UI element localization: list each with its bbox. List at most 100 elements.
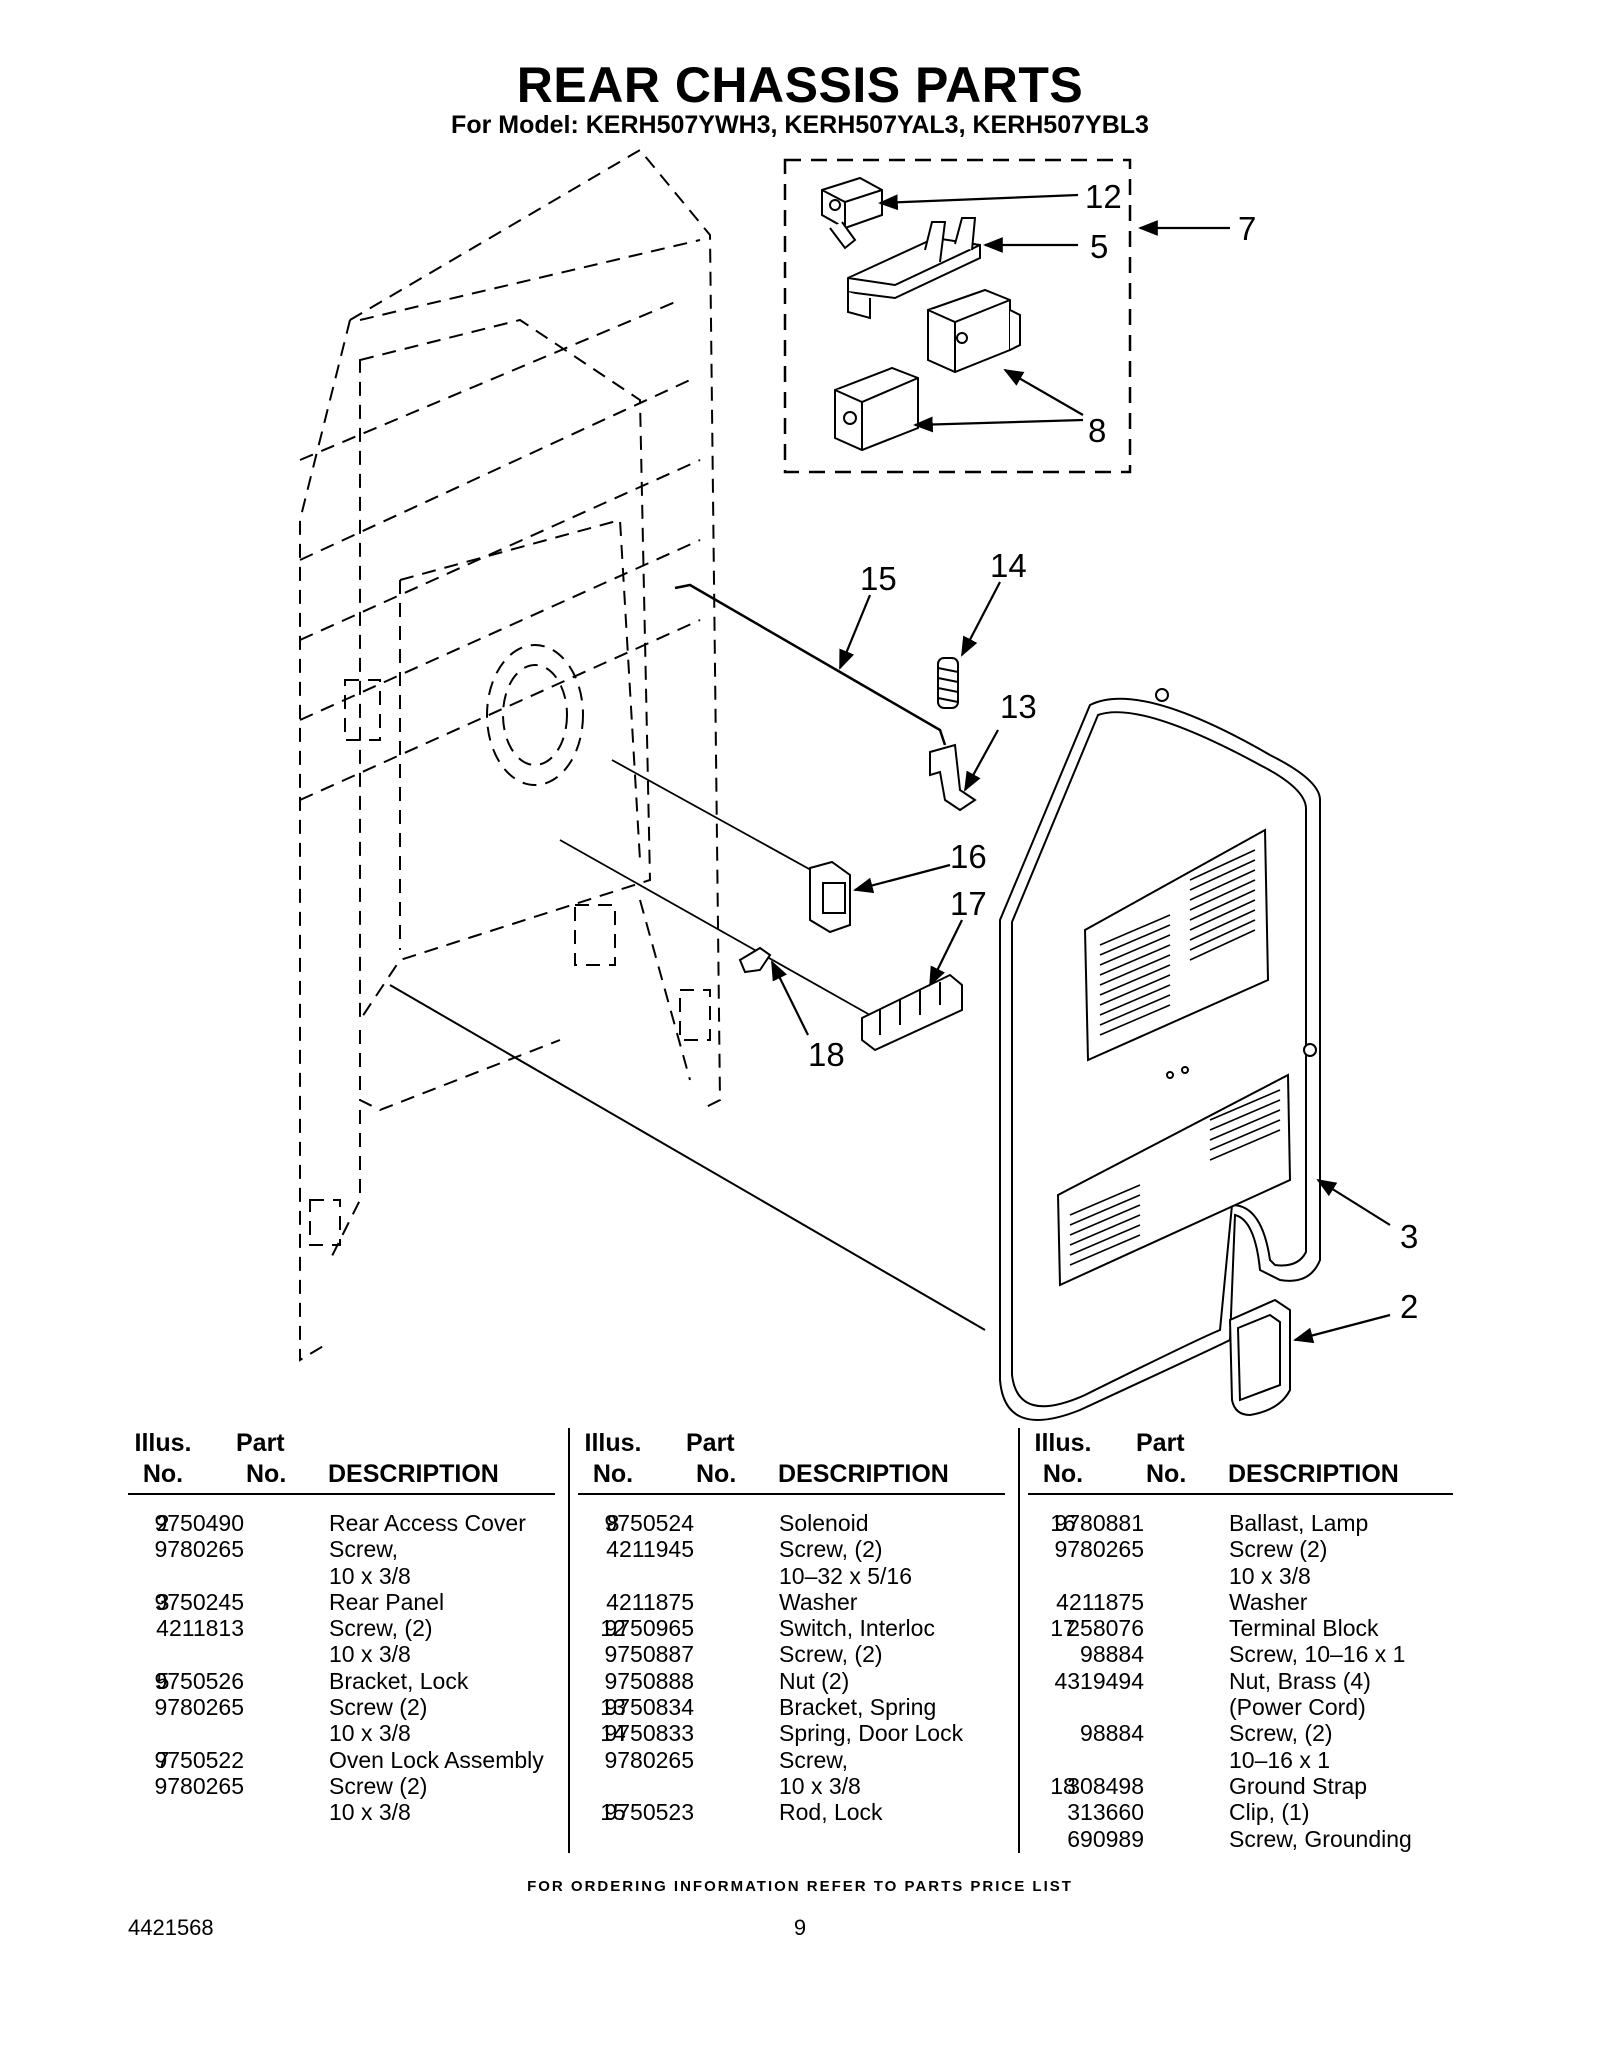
illus-number: 14 (600, 1720, 626, 1747)
part-description: Screw, (329, 1536, 399, 1563)
part-description: Bracket, Spring (779, 1694, 937, 1721)
part-description: Screw, Grounding (1229, 1825, 1412, 1852)
part-number: 9780265 (1054, 1536, 1144, 1563)
part-18-clip-icon (738, 946, 772, 974)
illus-header-line1: Illus. (584, 1429, 642, 1457)
part-description: Screw (2) (329, 1694, 428, 1721)
callout-14: 14 (990, 547, 1027, 584)
table-row: 313660 Clip, (1) (1028, 1799, 1468, 1825)
part-5-bracket-icon (847, 217, 981, 320)
ordering-note: FOR ORDERING INFORMATION REFER TO PARTS … (527, 1878, 1073, 1895)
part-3-rear-panel-icon (999, 688, 1321, 1421)
callout-18: 18 (808, 1036, 845, 1073)
part-description: (Power Cord) (1229, 1694, 1366, 1721)
part-15-rod-icon (674, 583, 947, 746)
part-header-line1: Part (236, 1429, 285, 1457)
oven-lock-assembly-box (783, 158, 1132, 474)
page-number: 9 (793, 1915, 807, 1940)
callout-13: 13 (1000, 688, 1037, 725)
part-description: Terminal Block (1229, 1615, 1379, 1642)
part-number: 9750965 (604, 1615, 694, 1642)
part-number: 9750490 (154, 1510, 244, 1536)
illus-number: 15 (600, 1799, 626, 1826)
part-description: Rear Access Cover (329, 1510, 526, 1536)
table-row: 4211875 Washer (578, 1589, 1008, 1615)
part-description: Oven Lock Assembly (329, 1746, 544, 1773)
callout-2: 2 (1400, 1288, 1418, 1325)
illus-header-line1: Illus. (1034, 1429, 1092, 1457)
callout-7: 7 (1238, 210, 1256, 247)
part-description: Bracket, Lock (329, 1667, 469, 1694)
part-number: 9780881 (1054, 1510, 1144, 1536)
part-number: 9750523 (604, 1799, 694, 1826)
callout-16: 16 (950, 838, 987, 875)
description-header: DESCRIPTION (778, 1460, 949, 1488)
part-number: 4211875 (606, 1588, 694, 1615)
illus-number: 13 (600, 1694, 626, 1721)
part-description: Screw, (2) (779, 1641, 883, 1668)
illus-header-line2: No. (1042, 1460, 1084, 1488)
part-number: 9750833 (604, 1720, 694, 1747)
part-2-access-cover-icon (1228, 1298, 1291, 1417)
part-description: 10–32 x 5/16 (779, 1562, 913, 1589)
illus-header-line2: No. (142, 1460, 184, 1488)
part-header-line2: No. (1146, 1460, 1187, 1488)
part-number: 690989 (1067, 1825, 1144, 1852)
part-number: 313660 (1067, 1799, 1144, 1826)
part-16-ballast-icon (611, 759, 851, 934)
model-subtitle: For Model: KERH507YWH3, KERH507YAL3, KER… (451, 111, 1149, 139)
part-description: 10 x 3/8 (1229, 1562, 1311, 1589)
part-description: 10 x 3/8 (779, 1772, 861, 1799)
illus-number: 17 (1050, 1615, 1076, 1642)
illus-number: 7 (156, 1746, 170, 1773)
part-description: 10 x 3/8 (329, 1562, 411, 1589)
part-12-switch-icon (821, 176, 883, 250)
callout-3: 3 (1400, 1218, 1418, 1255)
part-description: 10–16 x 1 (1229, 1746, 1331, 1773)
table-row: (Power Cord) (1028, 1694, 1468, 1720)
part-number: 308498 (1067, 1772, 1144, 1799)
part-description: Screw, (2) (329, 1615, 433, 1642)
callout-5: 5 (1090, 228, 1108, 265)
table-row: 690989 Screw, Grounding (1028, 1826, 1468, 1852)
part-description: Washer (779, 1588, 858, 1615)
table-row: 10–16 x 1 (1028, 1747, 1468, 1773)
part-description: Clip, (1) (1229, 1799, 1310, 1826)
table-row: 10 x 3/8 (128, 1799, 558, 1825)
part-header-line1: Part (1136, 1429, 1185, 1457)
part-number: 9780265 (604, 1746, 694, 1773)
table-row: 10 x 3/8 (578, 1773, 1008, 1799)
part-description: Screw, (779, 1746, 849, 1773)
part-number: 9780265 (154, 1536, 244, 1563)
description-header: DESCRIPTION (1228, 1460, 1399, 1488)
header-rule (128, 1493, 555, 1495)
part-description: Spring, Door Lock (779, 1720, 964, 1747)
callout-12: 12 (1085, 178, 1122, 215)
part-number: 9750522 (154, 1746, 244, 1773)
document-number: 4421568 (128, 1915, 214, 1940)
table-row: 10 x 3/8 (128, 1641, 558, 1667)
part-description: Nut (2) (779, 1667, 850, 1694)
header-rule (1028, 1493, 1453, 1495)
description-header: DESCRIPTION (328, 1460, 499, 1488)
table-row: 9780265 Screw, (128, 1536, 558, 1562)
part-description: 10 x 3/8 (329, 1720, 411, 1747)
part-number: 4211945 (606, 1536, 694, 1563)
illus-number: 16 (1050, 1510, 1076, 1536)
